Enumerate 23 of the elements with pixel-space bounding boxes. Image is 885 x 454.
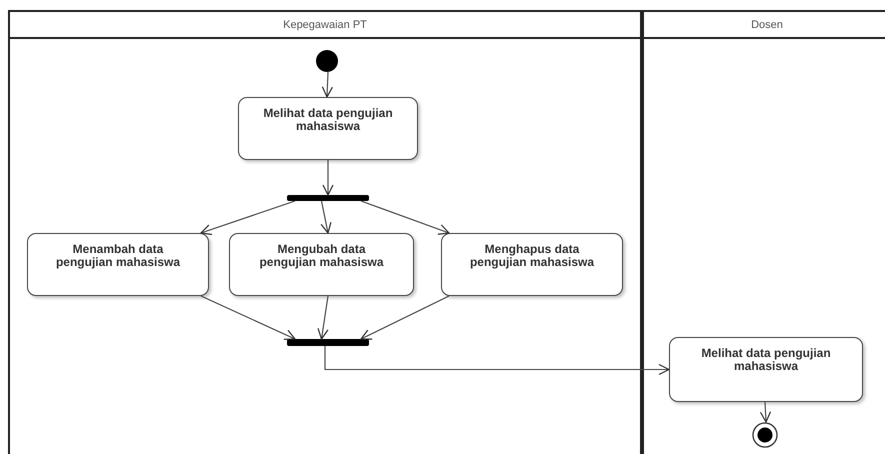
swimlane [8,10,642,454]
arrow [200,200,296,236]
arrow [324,346,670,376]
fork-bar [287,195,369,201]
swimlane [642,10,885,454]
lane-header: Dosen [644,12,885,39]
arrow [322,72,333,98]
action-box: Mengubah data pengujian mahasiswa [229,233,414,296]
arrow [360,296,450,340]
arrow [320,200,332,234]
action-box: Melihat data pengujian mahasiswa [669,337,863,402]
action-box: Menambah data pengujian mahasiswa [27,233,209,296]
start-node [316,50,338,72]
arrow [322,160,334,196]
arrow [200,296,296,340]
arrow [317,296,329,340]
arrow [760,402,772,423]
end-node [752,422,778,448]
fork-bar [287,339,369,346]
arrow [360,200,450,235]
action-box: Melihat data pengujian mahasiswa [238,97,418,160]
action-box: Menghapus data pengujian mahasiswa [441,233,623,296]
lane-header: Kepegawaian PT [10,12,640,39]
